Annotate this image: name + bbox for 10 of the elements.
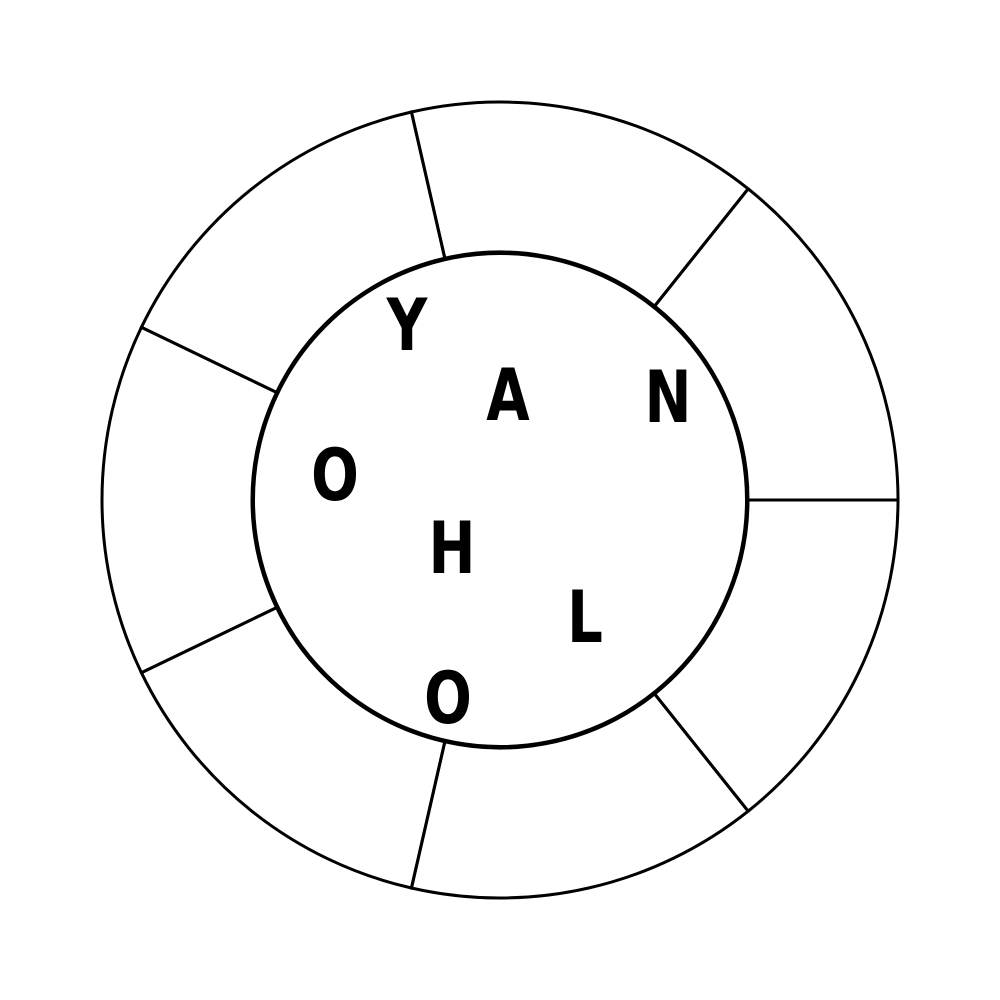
ring-segment bbox=[653, 498, 900, 813]
letter: A bbox=[486, 359, 530, 431]
letter: H bbox=[428, 512, 476, 584]
ring-segment bbox=[140, 110, 446, 394]
letter: Y bbox=[386, 289, 428, 361]
letter: O bbox=[424, 662, 472, 734]
letter: O bbox=[311, 439, 359, 511]
letter: L bbox=[567, 581, 603, 653]
ring-segment bbox=[101, 326, 278, 674]
letter: N bbox=[644, 361, 692, 433]
